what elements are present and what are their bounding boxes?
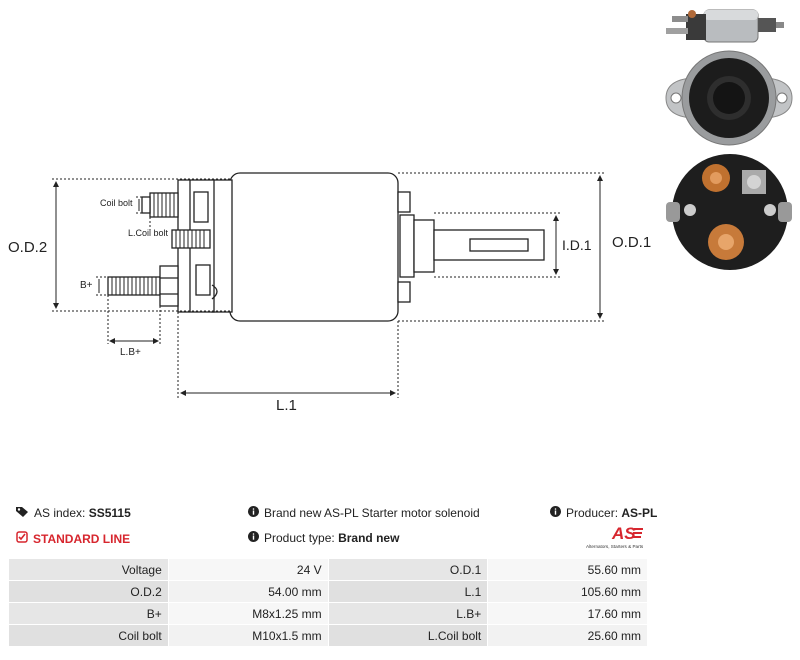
label-b-plus: B+ xyxy=(80,280,93,291)
as-index-row: AS index: SS5115 xyxy=(16,506,131,520)
spec-value: M10x1.5 mm xyxy=(167,624,329,647)
spec-label: Coil bolt xyxy=(8,624,169,647)
logo-mark: AS xyxy=(611,524,636,543)
label-l-coil-bolt: L.Coil bolt xyxy=(128,228,169,238)
description-row: Brand new AS-PL Starter motor solenoid xyxy=(248,506,480,520)
spec-value: 54.00 mm xyxy=(167,580,329,603)
spec-label: L.Coil bolt xyxy=(327,624,489,647)
info-icon xyxy=(248,506,259,520)
label-id1: I.D.1 xyxy=(562,237,592,253)
spec-value: 105.60 mm xyxy=(487,580,648,603)
standard-line-badge: STANDARD LINE xyxy=(33,531,131,546)
producer-value: AS-PL xyxy=(621,506,658,520)
product-type-row: Product type: Brand new xyxy=(248,531,399,545)
spec-value: 55.60 mm xyxy=(487,558,648,581)
spec-value: 17.60 mm xyxy=(487,602,648,625)
product-type-value: Brand new xyxy=(338,531,400,545)
info-icon xyxy=(248,531,259,545)
label-l1: L.1 xyxy=(276,397,297,414)
producer-row: Producer: AS-PL xyxy=(550,506,657,520)
photo-side-view xyxy=(666,9,784,43)
label-coil-bolt: Coil bolt xyxy=(100,198,133,208)
spec-value: 24 V xyxy=(167,558,329,581)
standard-line-row: STANDARD LINE xyxy=(16,531,130,546)
label-l-b-plus: L.B+ xyxy=(120,347,141,358)
producer-label: Producer: xyxy=(566,506,619,520)
spec-label: O.D.2 xyxy=(8,580,169,603)
spec-label: L.1 xyxy=(327,580,489,603)
as-index-value: SS5115 xyxy=(88,506,131,520)
label-od2: O.D.2 xyxy=(8,239,47,256)
product-description: Brand new AS-PL Starter motor solenoid xyxy=(264,506,480,520)
check-square-icon xyxy=(16,531,28,546)
spec-value: 25.60 mm xyxy=(487,624,648,647)
tag-icon xyxy=(16,506,29,520)
solenoid-technical-drawing: O.D.2 O.D.1 I.D.1 L.1 Coil bolt L.Coil b… xyxy=(8,172,651,414)
spec-label: Voltage xyxy=(8,558,169,581)
info-icon xyxy=(550,506,561,520)
logo-tagline: Alternators, Starters & Parts xyxy=(586,544,644,549)
spec-label: O.D.1 xyxy=(327,558,489,581)
solenoid-body xyxy=(229,172,399,322)
as-index-label: AS index: xyxy=(34,506,86,520)
product-type-label: Product type: xyxy=(264,531,335,545)
spec-value: M8x1.25 mm xyxy=(167,602,329,625)
spec-label: L.B+ xyxy=(327,602,489,625)
as-pl-logo: AS Alternators, Starters & Parts xyxy=(586,524,644,549)
label-od1: O.D.1 xyxy=(612,234,651,251)
spec-label: B+ xyxy=(8,602,169,625)
photo-terminal-view xyxy=(666,154,792,270)
photo-front-view xyxy=(665,50,793,146)
